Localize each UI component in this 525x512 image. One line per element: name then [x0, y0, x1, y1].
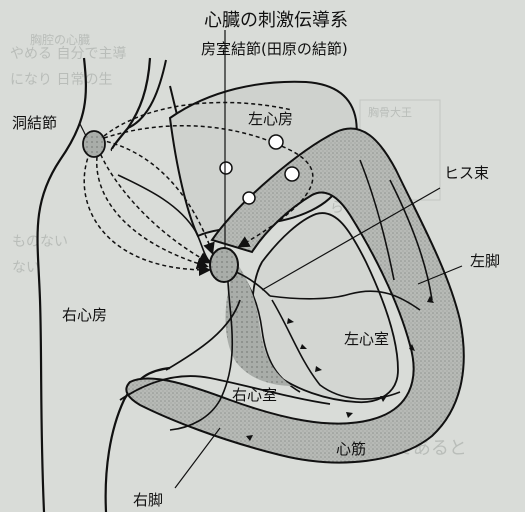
bg-text-line: やめる 自分で主導 — [10, 46, 126, 62]
bg-text-line: 胸腔の心臓 — [30, 32, 90, 47]
left-atrium-label: 左心房 — [248, 110, 293, 128]
right-bundle-label: 右脚 — [133, 491, 163, 509]
left-bundle-label: 左脚 — [470, 252, 500, 270]
sa-node — [83, 131, 105, 157]
myocardium-label: 心筋 — [336, 440, 366, 458]
av-node-label: 房室結節(田原の結節) — [201, 40, 348, 58]
left-ventricle-label: 左心室 — [344, 330, 389, 348]
right-ventricle-label: 右心室 — [232, 386, 277, 404]
bg-text-line: ものない — [12, 234, 68, 250]
right-atrium-label: 右心房 — [62, 306, 107, 324]
bg-text-line: になり 日常の生 — [10, 72, 112, 88]
diagram-title: 心臓の刺激伝導系 — [204, 10, 348, 31]
bg-text-line: ない — [12, 260, 40, 276]
vena-cava-wall-right — [112, 58, 150, 150]
his-bundle-label: ヒス束 — [444, 164, 489, 182]
bg-caption: 胸骨大王 — [368, 105, 412, 119]
av-node — [210, 248, 238, 282]
sa-node-label: 洞結節 — [12, 114, 57, 132]
